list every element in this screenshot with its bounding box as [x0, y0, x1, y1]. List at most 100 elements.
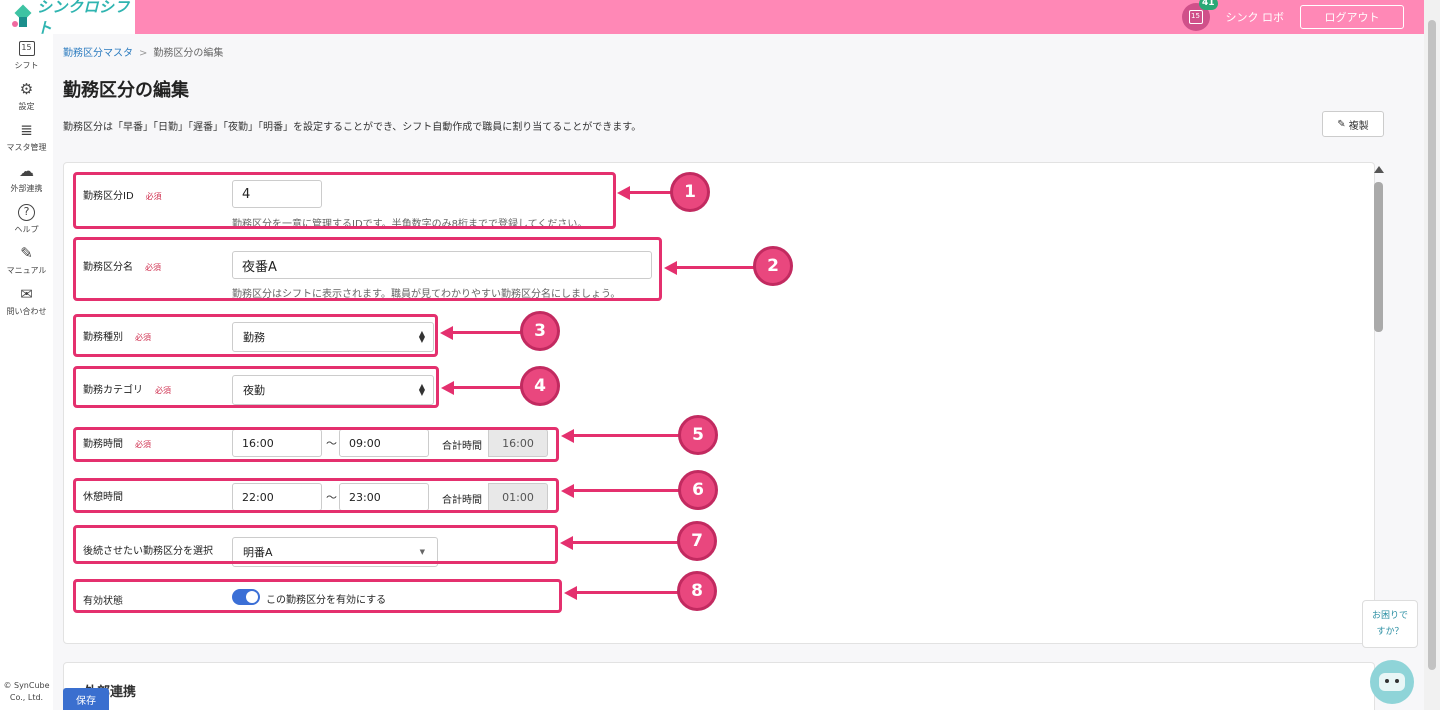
- copy-button[interactable]: ✎ 複製: [1322, 111, 1384, 137]
- annotation-arrow-3: [452, 331, 524, 334]
- notification-count-badge: 41: [1198, 0, 1218, 10]
- tilde: 〜: [326, 491, 337, 504]
- breadcrumb-link-master[interactable]: 勤務区分マスタ: [63, 48, 133, 59]
- name-input[interactable]: 夜番A: [232, 251, 652, 279]
- break-start-input[interactable]: 22:00: [232, 483, 322, 511]
- nav-item-label: ヘルプ: [14, 225, 39, 234]
- work-total-label: 合計時間: [442, 441, 482, 452]
- help-bubble[interactable]: お困りで すか？: [1362, 600, 1418, 648]
- integration-card: 外部連携: [63, 662, 1375, 710]
- required-badge: 必須: [135, 440, 151, 449]
- annotation-number-3: 3: [520, 311, 560, 351]
- annotation-arrow-6: [573, 489, 681, 492]
- work-total-value: 16:00: [488, 429, 548, 457]
- break-total-value: 01:00: [488, 483, 548, 511]
- required-badge: 必須: [145, 192, 162, 201]
- tilde: 〜: [326, 437, 337, 450]
- following-select[interactable]: 明番A▼: [232, 537, 438, 567]
- nav-item-label: 外部連携: [10, 184, 43, 193]
- annotation-number-5: 5: [678, 415, 718, 455]
- chevron-down-icon: ▼: [419, 548, 425, 556]
- work-end-input[interactable]: 09:00: [339, 429, 429, 457]
- id-input[interactable]: 4: [232, 180, 322, 208]
- nav-item-label: 設定: [18, 102, 35, 111]
- annotation-arrow-1: [628, 191, 673, 194]
- category-label: 勤務カテゴリ必須: [83, 385, 171, 396]
- annotation-arrow-4: [453, 386, 524, 389]
- question-icon: ?: [17, 202, 37, 222]
- mail-icon: ✉: [20, 285, 33, 303]
- nav-item-label: シフト: [14, 61, 39, 70]
- app-logo[interactable]: シンクロシフト: [0, 0, 135, 37]
- following-label: 後続させたい勤務区分を選択: [83, 546, 213, 557]
- type-label: 勤務種別必須: [83, 332, 151, 343]
- nav-item-contact[interactable]: ✉ 問い合わせ: [0, 280, 53, 321]
- logout-button[interactable]: ログアウト: [1300, 5, 1404, 29]
- type-select[interactable]: 勤務▲▼: [232, 322, 434, 352]
- category-select[interactable]: 夜勤▲▼: [232, 375, 434, 405]
- robot-assistant-icon[interactable]: [1370, 660, 1414, 704]
- id-help: 勤務区分を一意に管理するIDです。半角数字のみ8桁までで登録してください。: [232, 219, 588, 230]
- annotation-number-6: 6: [678, 470, 718, 510]
- status-toggle-label: この勤務区分を有効にする: [266, 595, 387, 606]
- work-start-input[interactable]: 16:00: [232, 429, 322, 457]
- work-time-label: 勤務時間必須: [83, 439, 151, 450]
- page-title: 勤務区分の編集: [63, 80, 189, 101]
- annotation-arrowhead-7: [560, 536, 573, 550]
- nav-item-shift[interactable]: 15 シフト: [0, 34, 53, 75]
- form-scrollbar[interactable]: [1372, 166, 1384, 642]
- annotation-arrow-2: [676, 266, 756, 269]
- cloud-sync-icon: ☁: [19, 162, 34, 180]
- name-label: 勤務区分名必須: [83, 262, 161, 273]
- edit-manual-icon: ✎: [20, 244, 33, 262]
- annotation-number-1: 1: [670, 172, 710, 212]
- status-label: 有効状態: [83, 596, 123, 607]
- annotation-number-7: 7: [677, 521, 717, 561]
- break-total-label: 合計時間: [442, 495, 482, 506]
- annotation-arrow-5: [573, 434, 681, 437]
- page-scroll-thumb[interactable]: [1428, 20, 1436, 670]
- select-arrows-icon: ▲▼: [418, 329, 425, 344]
- annotation-number-4: 4: [520, 366, 560, 406]
- select-arrows-icon: ▲▼: [418, 382, 425, 397]
- notification-calendar-button[interactable]: 15 41: [1181, 0, 1218, 31]
- save-button[interactable]: 保存: [63, 688, 109, 710]
- nav-item-help[interactable]: ? ヘルプ: [0, 198, 53, 239]
- page-scrollbar[interactable]: [1424, 0, 1440, 710]
- annotation-arrowhead-8: [564, 586, 577, 600]
- nav-item-integration[interactable]: ☁ 外部連携: [0, 157, 53, 198]
- break-end-input[interactable]: 23:00: [339, 483, 429, 511]
- annotation-arrow-8: [576, 591, 680, 594]
- scroll-thumb[interactable]: [1374, 182, 1383, 332]
- annotation-arrowhead-2: [664, 261, 677, 275]
- name-help: 勤務区分はシフトに表示されます。職員が見てわかりやすい勤務区分名にしましょう。: [232, 289, 621, 300]
- annotation-arrowhead-4: [441, 381, 454, 395]
- calendar-icon: 15: [1188, 10, 1203, 24]
- main-content: 勤務区分マスタ>勤務区分の編集 勤務区分の編集 勤務区分は「早番」「日勤」「遅番…: [53, 34, 1424, 710]
- nav-item-manual[interactable]: ✎ マニュアル: [0, 239, 53, 280]
- logo-text: シンクロシフト: [36, 0, 130, 37]
- annotation-arrowhead-6: [561, 484, 574, 498]
- scroll-up-icon[interactable]: [1374, 166, 1384, 173]
- user-name: シンク ロボ: [1225, 11, 1285, 24]
- database-icon: ≣: [20, 121, 33, 139]
- pencil-icon: ✎: [1337, 118, 1346, 130]
- page-description: 勤務区分は「早番」「日勤」「遅番」「夜勤」「明番」を設定することができ、シフト自…: [63, 122, 642, 133]
- status-toggle[interactable]: [232, 589, 260, 605]
- calendar-icon: 15: [17, 38, 37, 58]
- required-badge: 必須: [155, 386, 171, 395]
- nav-item-label: 問い合わせ: [6, 307, 47, 316]
- top-header: シンクロシフト 15 41 シンク ロボ ログアウト: [0, 0, 1424, 37]
- nav-item-label: マスタ管理: [6, 143, 47, 152]
- annotation-arrow-7: [572, 541, 680, 544]
- annotation-arrowhead-1: [617, 186, 630, 200]
- required-badge: 必須: [145, 263, 161, 272]
- break-time-label: 休憩時間: [83, 492, 123, 503]
- required-badge: 必須: [135, 333, 151, 342]
- nav-item-master[interactable]: ≣ マスタ管理: [0, 116, 53, 157]
- copyright: © SynCube Co., Ltd.: [3, 681, 50, 702]
- nav-item-settings[interactable]: ⚙ 設定: [0, 75, 53, 116]
- logo-icon: [12, 4, 32, 29]
